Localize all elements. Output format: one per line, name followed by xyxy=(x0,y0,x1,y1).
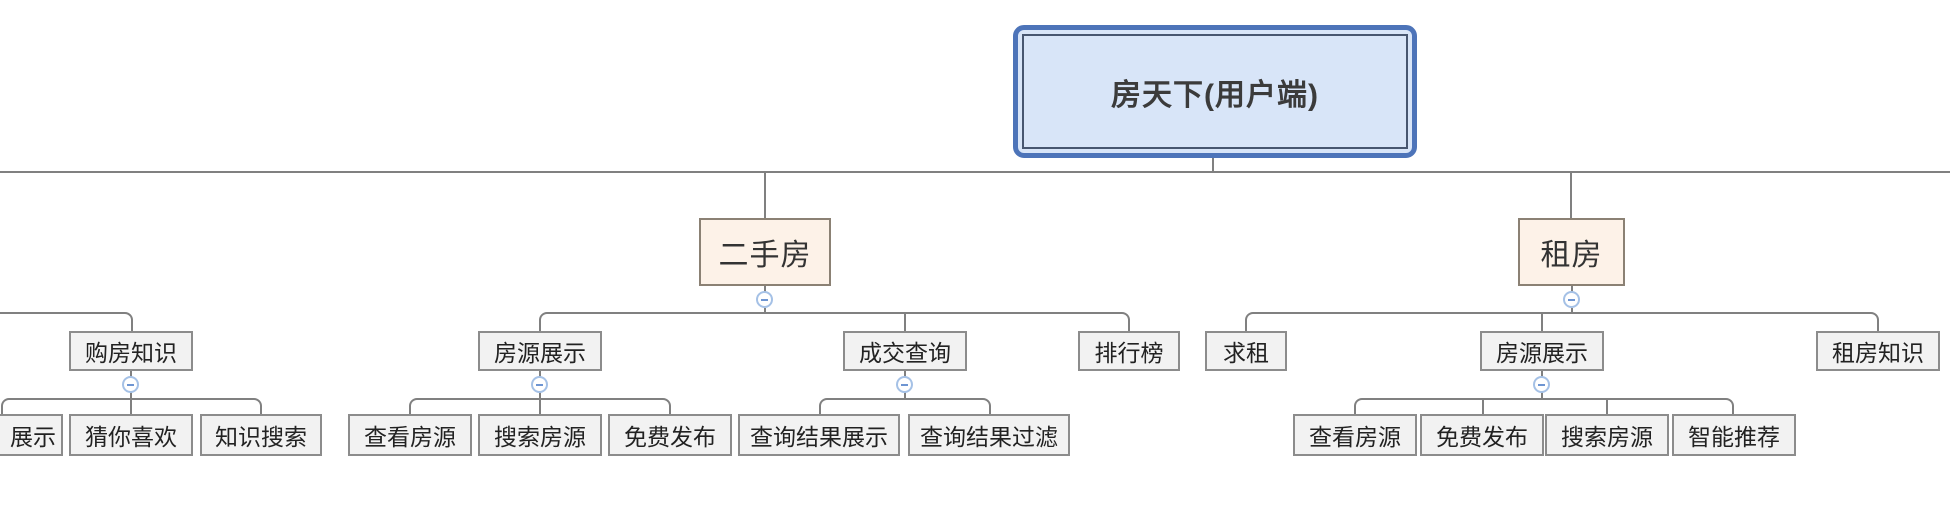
root-label: 房天下(用户端) xyxy=(1022,34,1408,149)
node-rental-knowledge[interactable]: 租房知识 xyxy=(1816,331,1940,371)
collapse-icon-secondhand[interactable] xyxy=(756,291,773,308)
connector-deal-query-children xyxy=(819,398,991,414)
connector-rental-children xyxy=(1245,312,1879,332)
node-listing-display-right[interactable]: 房源展示 xyxy=(1480,331,1604,371)
leaf-search-listings-right[interactable]: 搜索房源 xyxy=(1545,414,1669,456)
connector-stub-buying-knowledge xyxy=(130,370,132,377)
collapse-icon-listing-display-left[interactable] xyxy=(531,376,548,393)
leaf-query-result-filter[interactable]: 查询结果过滤 xyxy=(908,414,1070,456)
collapse-icon-rental[interactable] xyxy=(1563,291,1580,308)
connector-stub-rental-top xyxy=(1571,285,1573,292)
leaf-knowledge-search[interactable]: 知识搜索 xyxy=(200,414,322,456)
connector-drop-search-listings-right xyxy=(1606,398,1608,414)
node-root[interactable]: 房天下(用户端) xyxy=(1013,25,1417,158)
leaf-view-listings-right[interactable]: 查看房源 xyxy=(1293,414,1417,456)
connector-root-stub xyxy=(1212,157,1214,172)
connector-drop-listing-display-right xyxy=(1541,312,1543,333)
connector-stub-listing-display-right xyxy=(1541,370,1543,377)
connector-stub-listing-display-left xyxy=(539,370,541,377)
collapse-icon-listing-display-right[interactable] xyxy=(1533,376,1550,393)
connector-drop-free-publish-right xyxy=(1482,398,1484,414)
connector-root-rail xyxy=(0,171,1950,173)
node-buying-knowledge[interactable]: 购房知识 xyxy=(69,331,193,371)
node-deal-query[interactable]: 成交查询 xyxy=(843,331,967,371)
leaf-smart-recommend[interactable]: 智能推荐 xyxy=(1672,414,1796,456)
connector-drop-search-listings-left xyxy=(539,398,541,414)
leaf-view-listings-left[interactable]: 查看房源 xyxy=(348,414,472,456)
leaf-free-publish-left[interactable]: 免费发布 xyxy=(608,414,732,456)
connector-stub-deal-query-b xyxy=(904,392,906,399)
leaf-search-listings-left[interactable]: 搜索房源 xyxy=(478,414,602,456)
leaf-guess-you-like[interactable]: 猜你喜欢 xyxy=(69,414,193,456)
connector-secondhand-children xyxy=(539,312,1130,332)
connector-drop-deal-query xyxy=(904,312,906,332)
connector-stub-listing-display-left-b xyxy=(539,392,541,399)
connector-stub-deal-query xyxy=(904,370,906,377)
connector-stub-buying-knowledge-b xyxy=(130,392,132,399)
leaf-display-cutoff[interactable]: 展示 xyxy=(0,414,63,456)
node-secondhand[interactable]: 二手房 xyxy=(699,218,831,286)
connector-drop-guess-you-like xyxy=(130,398,132,414)
connector-stub-rental-bottom xyxy=(1571,308,1573,313)
collapse-icon-deal-query[interactable] xyxy=(896,376,913,393)
connector-drop-secondhand xyxy=(764,172,766,219)
node-rental[interactable]: 租房 xyxy=(1518,218,1625,286)
node-rent-seek[interactable]: 求租 xyxy=(1205,331,1287,371)
leaf-free-publish-right[interactable]: 免费发布 xyxy=(1420,414,1544,456)
collapse-icon-buying-knowledge[interactable] xyxy=(122,376,139,393)
connector-stub-secondhand-top xyxy=(764,285,766,292)
node-listing-display-left[interactable]: 房源展示 xyxy=(478,331,602,371)
leaf-query-result-display[interactable]: 查询结果展示 xyxy=(738,414,900,456)
connector-stub-secondhand-bottom xyxy=(764,308,766,313)
node-ranking[interactable]: 排行榜 xyxy=(1078,331,1180,371)
connector-drop-rental xyxy=(1570,172,1572,219)
connector-offscreen-parent-children xyxy=(0,312,133,331)
connector-stub-listing-display-right-b xyxy=(1541,392,1543,399)
connector-listing-display-right-children xyxy=(1354,398,1734,414)
